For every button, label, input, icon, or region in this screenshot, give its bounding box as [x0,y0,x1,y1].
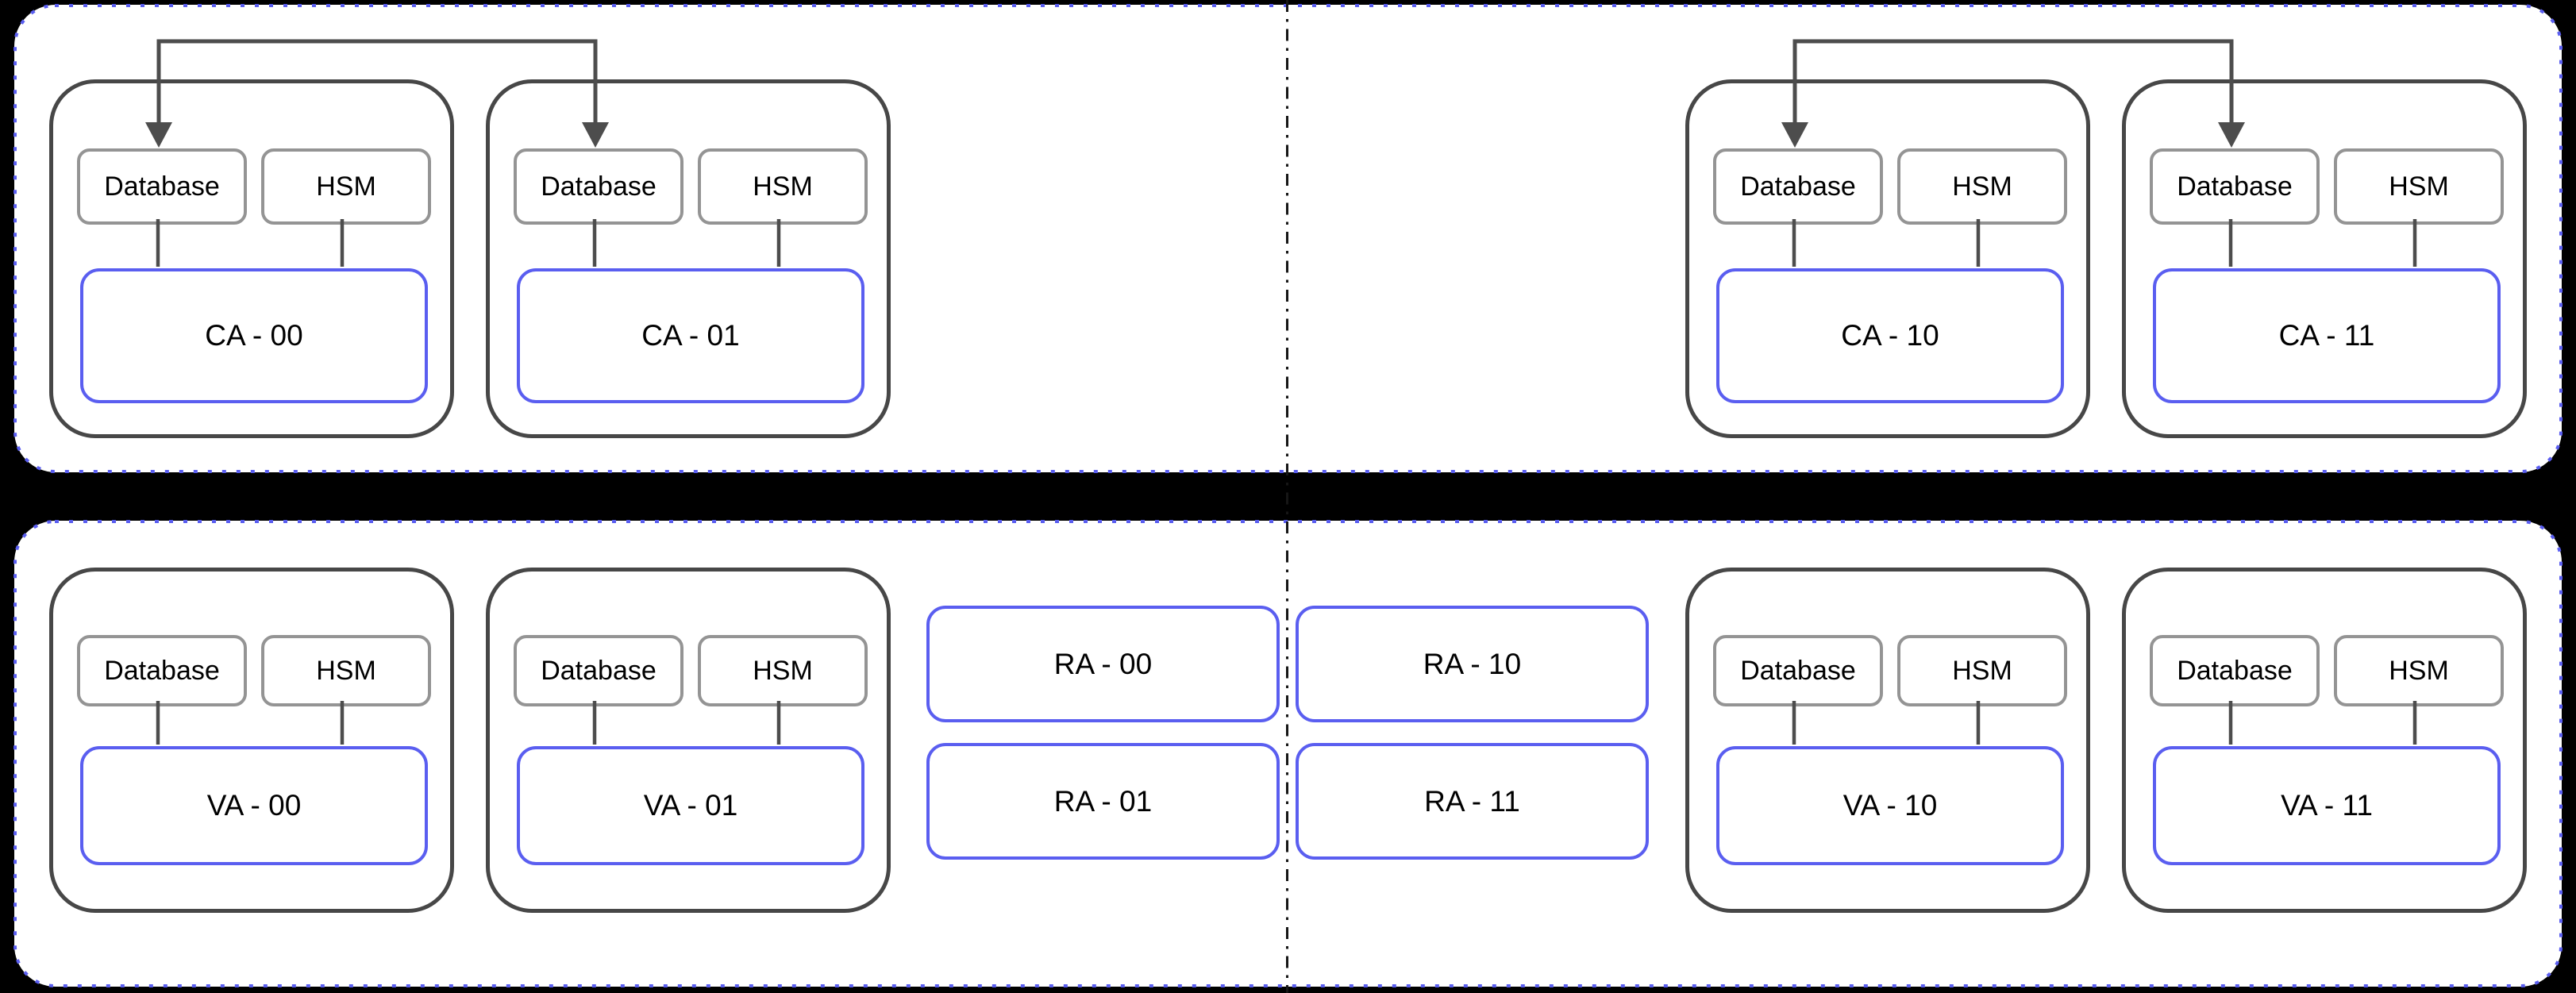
database-label: Database [541,171,657,202]
va-01-group: Database HSM VA - 01 [486,568,891,913]
va-node-label: VA - 00 [206,789,302,822]
va-11-database-box: Database [2150,635,2320,706]
hsm-label: HSM [2389,655,2449,686]
va-00-hsm-box: HSM [261,635,431,706]
database-label: Database [104,655,220,686]
database-label: Database [1740,655,1856,686]
va-01-database-box: Database [514,635,683,706]
ca-00-node: CA - 00 [80,268,428,403]
ra-00-node: RA - 00 [926,606,1280,722]
ca-00-hsm-box: HSM [261,148,431,225]
va-10-node: VA - 10 [1716,746,2064,865]
ra-node-label: RA - 11 [1424,784,1520,818]
ra-node-label: RA - 00 [1053,647,1153,680]
va-00-database-box: Database [77,635,247,706]
ca-node-label: CA - 10 [1841,319,1939,352]
va-node-label: VA - 10 [1842,789,1938,822]
hsm-label: HSM [1952,655,2012,686]
ca-11-hsm-box: HSM [2334,148,2504,225]
ra-node-label: RA - 10 [1423,647,1522,680]
ra-10-node: RA - 10 [1296,606,1649,722]
va-00-group: Database HSM VA - 00 [49,568,454,913]
database-label: Database [1740,171,1856,202]
hsm-label: HSM [316,655,376,686]
ca-00-group: Database HSM CA - 00 [49,79,454,438]
ca-node-label: CA - 01 [641,319,740,352]
va-01-node: VA - 01 [517,746,864,865]
ca-01-database-box: Database [514,148,683,225]
ca-node-label: CA - 00 [205,319,303,352]
va-11-node: VA - 11 [2153,746,2501,865]
hsm-label: HSM [1952,171,2012,202]
hsm-label: HSM [753,655,813,686]
va-node-label: VA - 01 [643,789,738,822]
va-10-group: Database HSM VA - 10 [1685,568,2090,913]
database-label: Database [2177,171,2293,202]
va-11-hsm-box: HSM [2334,635,2504,706]
database-label: Database [104,171,220,202]
hsm-label: HSM [753,171,813,202]
ca-10-group: Database HSM CA - 10 [1685,79,2090,438]
ca-01-group: Database HSM CA - 01 [486,79,891,438]
ca-00-database-box: Database [77,148,247,225]
ca-10-database-box: Database [1713,148,1883,225]
ca-01-hsm-box: HSM [698,148,868,225]
ra-node-label: RA - 01 [1053,784,1153,818]
database-label: Database [541,655,657,686]
ca-10-node: CA - 10 [1716,268,2064,403]
va-00-node: VA - 00 [80,746,428,865]
hsm-label: HSM [2389,171,2449,202]
ca-11-database-box: Database [2150,148,2320,225]
va-10-hsm-box: HSM [1897,635,2067,706]
va-node-label: VA - 11 [2281,789,2373,822]
ca-10-hsm-box: HSM [1897,148,2067,225]
ca-11-node: CA - 11 [2153,268,2501,403]
ca-01-node: CA - 01 [517,268,864,403]
hsm-label: HSM [316,171,376,202]
va-10-database-box: Database [1713,635,1883,706]
ra-01-node: RA - 01 [926,743,1280,860]
ra-11-node: RA - 11 [1296,743,1649,860]
va-01-hsm-box: HSM [698,635,868,706]
va-11-group: Database HSM VA - 11 [2122,568,2527,913]
database-label: Database [2177,655,2293,686]
ca-11-group: Database HSM CA - 11 [2122,79,2527,438]
ca-node-label: CA - 11 [2278,319,2375,352]
